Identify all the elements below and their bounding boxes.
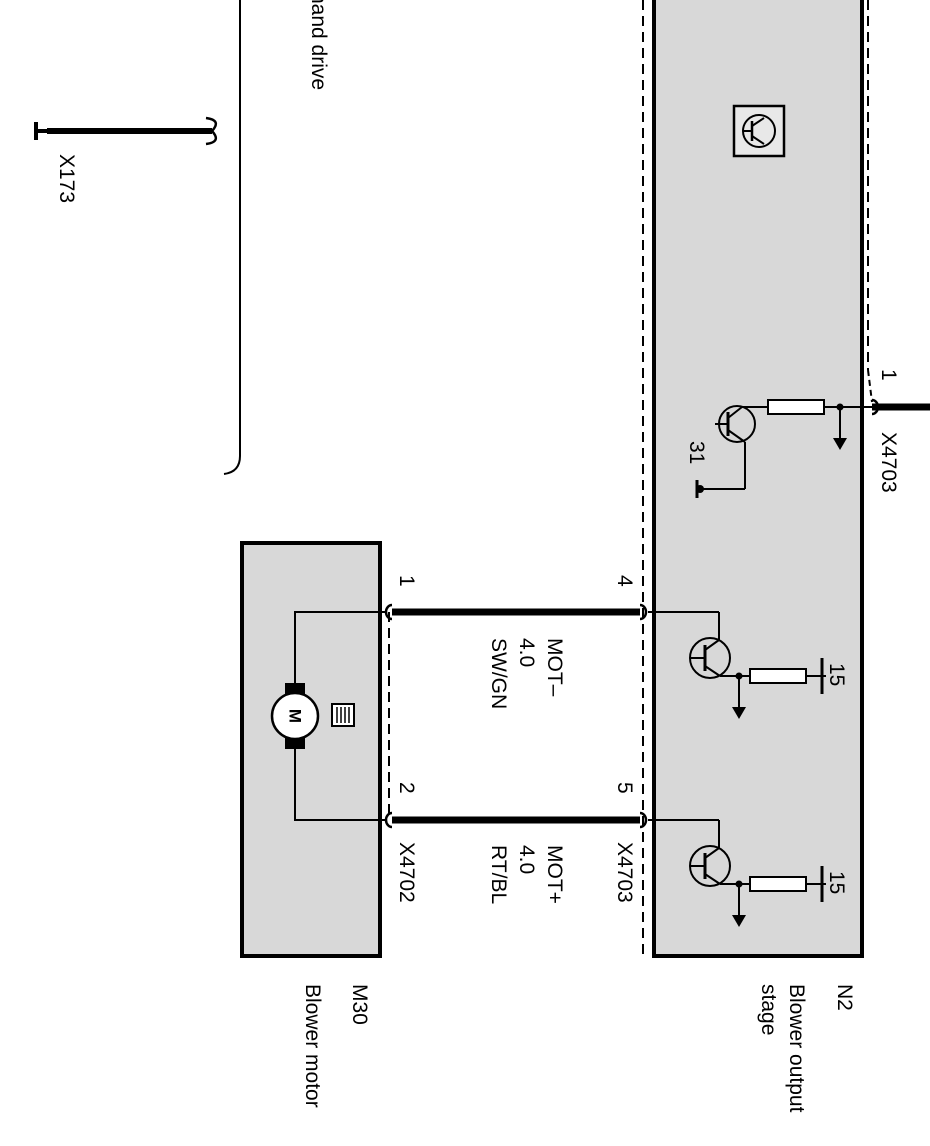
component-bracket bbox=[223, 0, 241, 475]
n2-module-box[interactable] bbox=[652, 0, 864, 958]
n2-name-line2: stage bbox=[757, 984, 780, 1035]
pin-terminals bbox=[384, 603, 648, 829]
wire2-signal: MOT+ bbox=[543, 845, 566, 904]
ground-connector-x173[interactable] bbox=[34, 116, 218, 146]
x4703-pin1-terminal bbox=[871, 398, 880, 416]
x4703-top-label: X4703 bbox=[877, 432, 900, 493]
x4702-pin2-number: 2 bbox=[395, 782, 418, 794]
m30-internal-wiring bbox=[294, 611, 386, 821]
x173-label: X173 bbox=[55, 154, 78, 203]
n2-top-dashed-edge-2 bbox=[867, 369, 873, 403]
wire1-color-code: SW/GN bbox=[487, 638, 510, 709]
n2-name-line1: Blower output bbox=[785, 984, 808, 1113]
x4703-pin5-number: 5 bbox=[613, 782, 636, 794]
partial-heading-text: hand drive bbox=[307, 0, 330, 90]
terminal-31-label: 31 bbox=[685, 441, 708, 464]
terminal-15-label-a: 15 bbox=[825, 663, 848, 686]
n2-id-label: N2 bbox=[833, 984, 856, 1011]
terminal-15-label-b: 15 bbox=[825, 871, 848, 894]
wire1-signal: MOT– bbox=[543, 638, 566, 697]
wire2-gauge: 4.0 bbox=[515, 845, 538, 874]
wire2-color-code: RT/BL bbox=[487, 845, 510, 904]
x4703-bottom-label: X4703 bbox=[613, 842, 636, 903]
ground-symbol-icon bbox=[695, 480, 704, 498]
transistor-symbol-icon bbox=[732, 104, 786, 158]
motor-symbol-icon: M bbox=[270, 683, 320, 749]
transistor-2 bbox=[648, 611, 826, 719]
transistor-3 bbox=[648, 819, 826, 927]
m30-id-label: M30 bbox=[348, 984, 371, 1025]
m30-name-label: Blower motor bbox=[301, 984, 324, 1108]
x4702-label: X4702 bbox=[395, 842, 418, 903]
x4702-pin1-number: 1 bbox=[395, 575, 418, 587]
m30-module-box[interactable] bbox=[240, 541, 382, 958]
x4703-pin1-number: 1 bbox=[877, 369, 900, 381]
wire1-gauge: 4.0 bbox=[515, 638, 538, 667]
x4703-pin4-number: 4 bbox=[613, 575, 636, 587]
transistor-1 bbox=[703, 399, 872, 490]
motor-feedback-icon bbox=[331, 703, 355, 727]
svg-text:M: M bbox=[286, 709, 305, 723]
